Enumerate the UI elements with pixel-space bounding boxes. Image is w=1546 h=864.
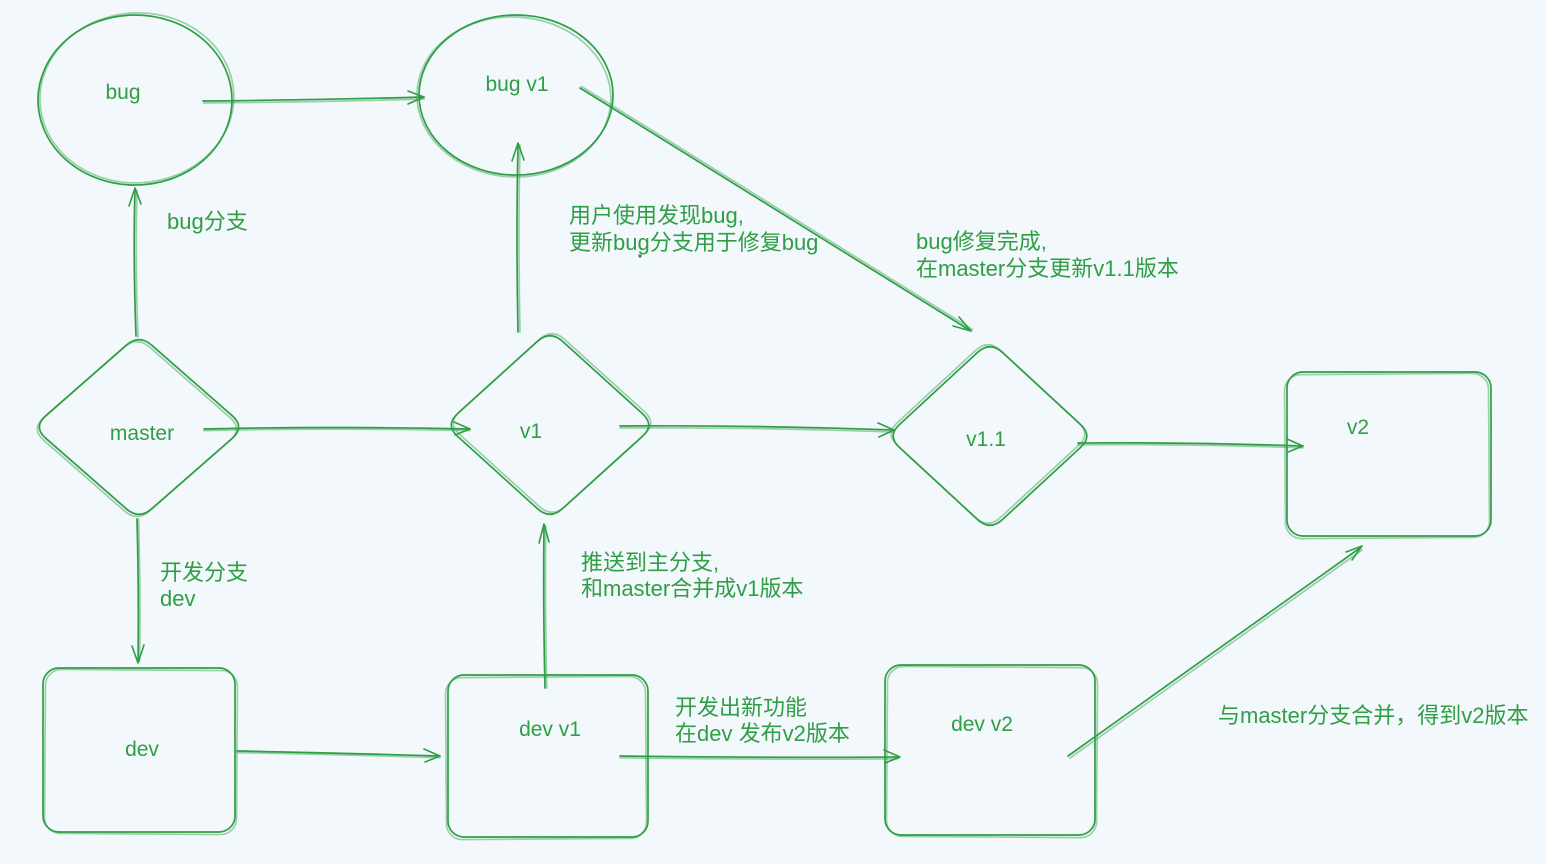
edge-bug-to-bug-v1[interactable] bbox=[202, 90, 426, 105]
arrowhead-right-icon bbox=[423, 748, 441, 763]
dev-v1-rectangle[interactable] bbox=[447, 674, 649, 838]
arrowhead-down-icon bbox=[131, 644, 145, 664]
edge-label[interactable]: 与master分支合并，得到v2版本 bbox=[1218, 703, 1528, 728]
edge-label-line2[interactable]: 和master合并成v1版本 bbox=[581, 576, 803, 601]
edge-dev-v1-to-v1[interactable]: 推送到主分支, 和master合并成v1版本 bbox=[538, 523, 803, 689]
arrow-line[interactable] bbox=[1077, 441, 1304, 447]
edge-label-line1[interactable]: 开发出新功能 bbox=[675, 695, 807, 720]
master-diamond[interactable] bbox=[38, 338, 240, 516]
arrowhead-right-icon bbox=[407, 90, 425, 105]
arrow-line[interactable] bbox=[619, 755, 899, 759]
edge-dev-v2-to-v2[interactable]: 与master分支合并，得到v2版本 bbox=[1067, 545, 1528, 759]
edge-label-line1[interactable]: 开发分支 bbox=[160, 560, 248, 585]
arrowhead-up-icon bbox=[538, 523, 550, 544]
v1-diamond-sketch bbox=[452, 332, 652, 514]
edge-v1-to-bug-v1[interactable]: 用户使用发现bug, 更新bug分支用于修复bug bbox=[511, 142, 818, 333]
arrowhead-right-icon bbox=[453, 421, 471, 436]
arrowhead-right-icon bbox=[883, 749, 901, 764]
stray-period-mark bbox=[638, 254, 642, 258]
node-bug-v1-label: bug v1 bbox=[485, 73, 548, 96]
arrow-line[interactable] bbox=[579, 87, 972, 332]
dev-rectangle[interactable] bbox=[42, 667, 236, 833]
arrow-line-sketch bbox=[135, 190, 139, 338]
arrow-line[interactable] bbox=[1067, 547, 1361, 757]
bug-ellipse[interactable] bbox=[37, 14, 233, 186]
node-dev[interactable]: dev bbox=[42, 667, 239, 836]
edge-v1-1-to-v2[interactable] bbox=[1077, 438, 1304, 453]
v2-rectangle[interactable] bbox=[1286, 371, 1492, 537]
arrowhead-diagonal-icon bbox=[952, 316, 972, 332]
node-dev-label: dev bbox=[125, 738, 159, 761]
node-v1-1[interactable]: v1.1 bbox=[890, 343, 1088, 527]
dev-v1-rectangle-sketch bbox=[444, 675, 648, 841]
bug-v1-ellipse[interactable] bbox=[418, 14, 614, 176]
edge-label-line2[interactable]: 在master分支更新v1.1版本 bbox=[916, 256, 1179, 281]
edge-label-line1[interactable]: 用户使用发现bug, bbox=[569, 203, 744, 228]
node-v1[interactable]: v1 bbox=[450, 332, 652, 516]
node-dev-v2-label: dev v2 bbox=[951, 713, 1013, 736]
arrow-line-sketch bbox=[518, 144, 521, 333]
arrow-line[interactable] bbox=[619, 424, 895, 431]
arrow-line[interactable] bbox=[136, 518, 140, 662]
edge-label-line2[interactable]: dev bbox=[160, 586, 195, 611]
node-master-label: master bbox=[110, 422, 174, 445]
arrow-line[interactable] bbox=[516, 144, 519, 333]
edge-bug-v1-to-v1-1[interactable]: bug修复完成, 在master分支更新v1.1版本 bbox=[579, 85, 1179, 332]
edge-label-line2[interactable]: 在dev 发布v2版本 bbox=[675, 721, 850, 746]
node-bug-v1[interactable]: bug v1 bbox=[411, 11, 616, 183]
arrow-line-sketch bbox=[203, 428, 471, 432]
edge-v1-to-v1-1[interactable] bbox=[619, 422, 895, 438]
arrowhead-up-icon bbox=[128, 187, 142, 207]
node-bug[interactable]: bug bbox=[34, 7, 240, 189]
edge-label-line1[interactable]: 推送到主分支, bbox=[581, 550, 719, 575]
node-bug-label: bug bbox=[105, 81, 140, 104]
node-master[interactable]: master bbox=[36, 338, 240, 518]
edge-master-to-v1[interactable] bbox=[203, 421, 471, 436]
edge-label[interactable]: bug分支 bbox=[167, 209, 248, 234]
edge-dev-to-dev-v1[interactable] bbox=[236, 748, 441, 763]
dev-v2-rectangle-sketch bbox=[885, 665, 1099, 839]
node-dev-v1[interactable]: dev v1 bbox=[444, 674, 649, 841]
edge-label-line2[interactable]: 更新bug分支用于修复bug bbox=[569, 230, 818, 255]
node-dev-v1-label: dev v1 bbox=[519, 718, 581, 741]
arrow-line-sketch bbox=[544, 525, 548, 689]
arrow-line[interactable] bbox=[133, 189, 137, 337]
arrow-line[interactable] bbox=[542, 525, 546, 689]
arrow-line[interactable] bbox=[202, 96, 425, 102]
node-v2[interactable]: v2 bbox=[1283, 371, 1492, 540]
v2-rectangle-sketch bbox=[1283, 372, 1491, 540]
arrow-line[interactable] bbox=[236, 750, 441, 757]
node-v1-label: v1 bbox=[520, 420, 542, 443]
arrowhead-right-icon bbox=[1286, 438, 1304, 453]
v1-diamond[interactable] bbox=[450, 334, 650, 516]
dev-v2-rectangle[interactable] bbox=[884, 664, 1096, 836]
arrowhead-up-icon bbox=[511, 142, 525, 162]
edge-master-to-bug[interactable]: bug分支 bbox=[128, 187, 248, 338]
edge-label-line1[interactable]: bug修复完成, bbox=[916, 229, 1047, 254]
edge-dev-v1-to-dev-v2[interactable]: 开发出新功能 在dev 发布v2版本 bbox=[619, 695, 901, 764]
arrowhead-diagonal-icon bbox=[1345, 545, 1363, 561]
edge-master-to-dev[interactable]: 开发分支 dev bbox=[131, 518, 248, 664]
node-dev-v2[interactable]: dev v2 bbox=[884, 664, 1099, 839]
node-v1-1-label: v1.1 bbox=[966, 428, 1006, 451]
node-v2-label: v2 bbox=[1347, 416, 1369, 439]
